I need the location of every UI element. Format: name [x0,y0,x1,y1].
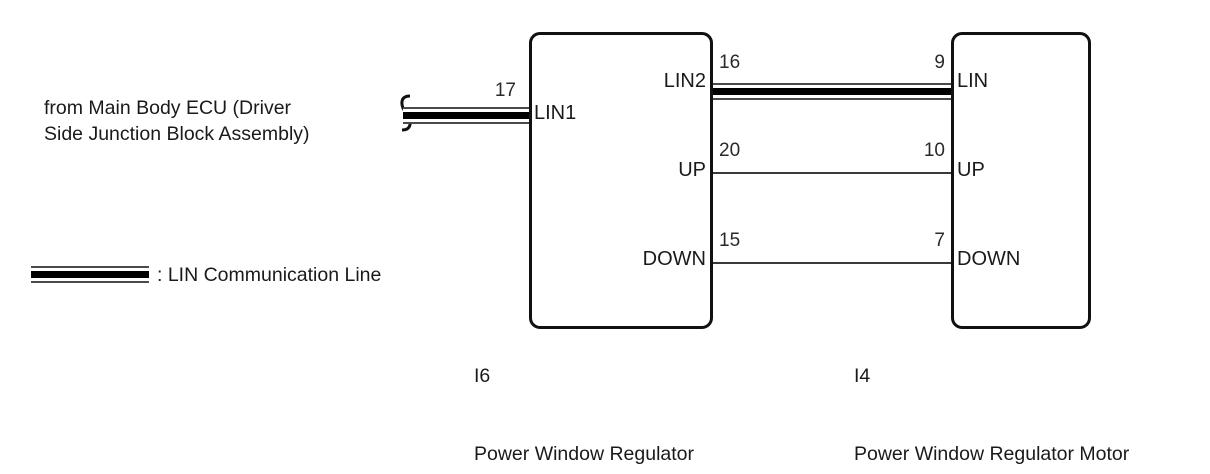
connector-code-i6: I6 [474,365,491,388]
port-label-lin1: LIN1 [534,102,577,124]
pin-number-17: 17 [494,80,516,101]
port-label-lin-motor: LIN [957,70,989,92]
port-label-down-motor: DOWN [957,248,1021,270]
connector-name-master-line1: Power Window Regulator [474,442,695,465]
port-label-up-motor: UP [957,159,985,181]
connector-code-i4: I4 [854,365,871,388]
caption-master-switch: I6 Power Window Regulator Master Switch … [474,313,694,474]
pin-number-20: 20 [719,140,741,161]
connector-box-motor[interactable] [951,32,1091,329]
port-label-lin2: LIN2 [663,70,706,92]
caption-motor: I4 Power Window Regulator Motor Assembly… [854,313,1129,474]
port-label-down-master: DOWN [642,248,706,270]
lin-communication-line-swatch-icon [31,266,149,283]
wire-down-to-down [710,262,954,264]
pin-number-16: 16 [719,52,741,73]
port-label-up-master: UP [678,159,706,181]
pin-number-10: 10 [923,140,945,161]
wire-up-to-up [710,172,954,174]
connector-name-motor-line1: Power Window Regulator Motor [854,442,1130,465]
legend-label: : LIN Communication Line [157,264,382,286]
pin-number-7: 7 [934,230,945,251]
wire-lin2-to-lin [709,83,955,100]
wire-ecu-to-lin1 [403,107,533,124]
pin-number-15: 15 [719,230,741,251]
connector-box-master-switch[interactable] [529,32,713,329]
pin-number-9: 9 [934,52,945,73]
source-label: from Main Body ECU (Driver Side Junction… [44,97,310,145]
